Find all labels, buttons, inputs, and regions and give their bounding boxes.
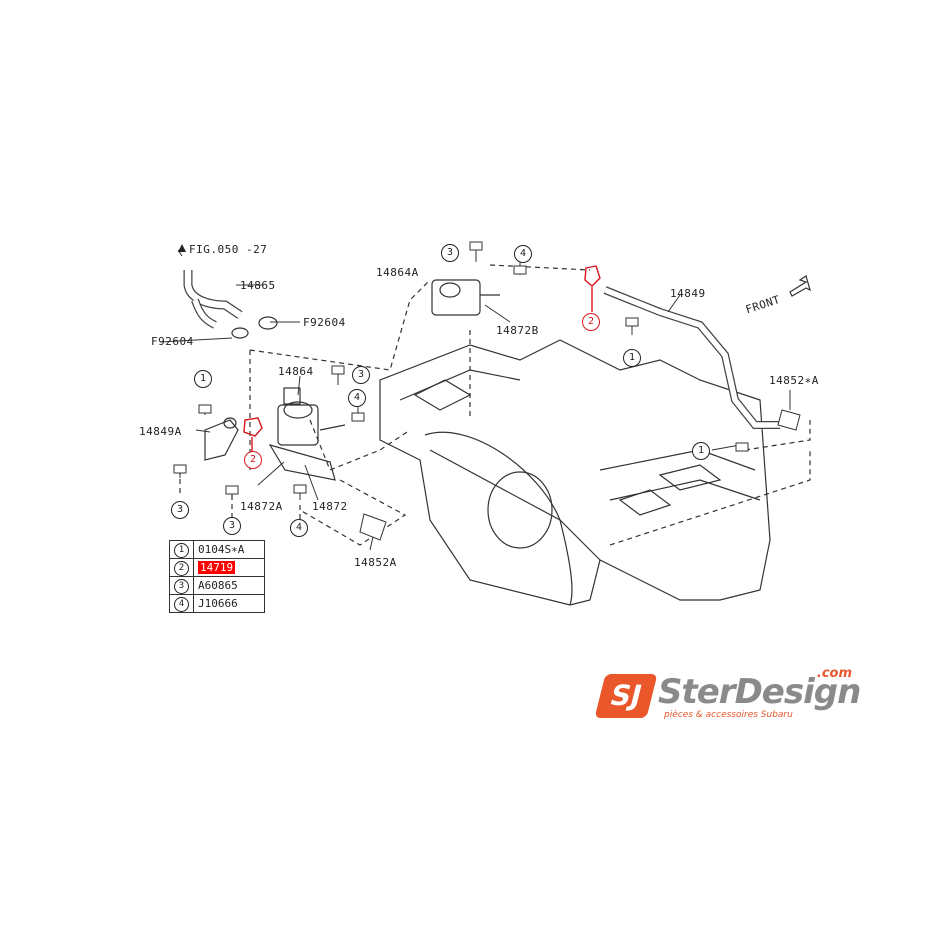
part-label-14872: 14872: [312, 500, 348, 513]
parts-legend-table: 1 0104S∗A 2 14719 3 A60865 4 J10666: [169, 540, 265, 613]
part-label-14849: 14849: [670, 287, 706, 300]
callout-1-right: 1: [692, 442, 710, 460]
legend-row: 2 14719: [169, 558, 265, 577]
legend-part-number: J10666: [198, 597, 238, 610]
legend-part-number: A60865: [198, 579, 238, 592]
callout-2-gasket-right: 2: [582, 313, 600, 331]
logo-domain: .com: [816, 666, 852, 681]
callout-3-mid: 3: [352, 366, 370, 384]
callout-1-left: 1: [194, 370, 212, 388]
legend-number: 3: [174, 578, 189, 594]
callout-3-left: 3: [171, 501, 189, 519]
logo-tagline: pièces & accessoires Subaru: [664, 710, 793, 720]
part-label-14864a: 14864A: [376, 266, 419, 279]
part-label-14864: 14864: [278, 365, 314, 378]
logo-wordmark: SterDesign: [658, 672, 861, 712]
legend-row: 1 0104S∗A: [169, 540, 265, 559]
legend-row: 3 A60865: [169, 576, 265, 595]
callout-3-bottom: 3: [223, 517, 241, 535]
figure-reference-label: FIG.050 -27: [189, 243, 268, 256]
callout-4-bottom: 4: [290, 519, 308, 537]
part-label-14849a: 14849A: [139, 425, 182, 438]
part-label-14872b: 14872B: [496, 324, 539, 337]
logo-mark: SJ: [594, 674, 658, 718]
legend-number: 1: [174, 542, 189, 558]
part-label-14872a: 14872A: [240, 500, 283, 513]
part-label-f92604-upper: F92604: [303, 316, 346, 329]
legend-row: 4 J10666: [169, 594, 265, 613]
callout-3-top: 3: [441, 244, 459, 262]
callout-4-top: 4: [514, 245, 532, 263]
legend-number: 2: [174, 560, 189, 576]
part-label-14852a: 14852A: [354, 556, 397, 569]
callout-1-pipe: 1: [623, 349, 641, 367]
legend-part-number: 0104S∗A: [198, 543, 245, 556]
part-label-14865: 14865: [240, 279, 276, 292]
part-label-14852a-star: 14852∗A: [769, 374, 819, 387]
callout-2-gasket-left: 2: [244, 451, 262, 469]
part-label-f92604-lower: F92604: [151, 335, 194, 348]
legend-number: 4: [174, 596, 189, 612]
legend-part-number-highlighted: 14719: [198, 561, 236, 574]
callout-4-mid: 4: [348, 389, 366, 407]
sterdesign-logo: SJ SterDesign .com pièces & accessoires …: [594, 666, 861, 726]
